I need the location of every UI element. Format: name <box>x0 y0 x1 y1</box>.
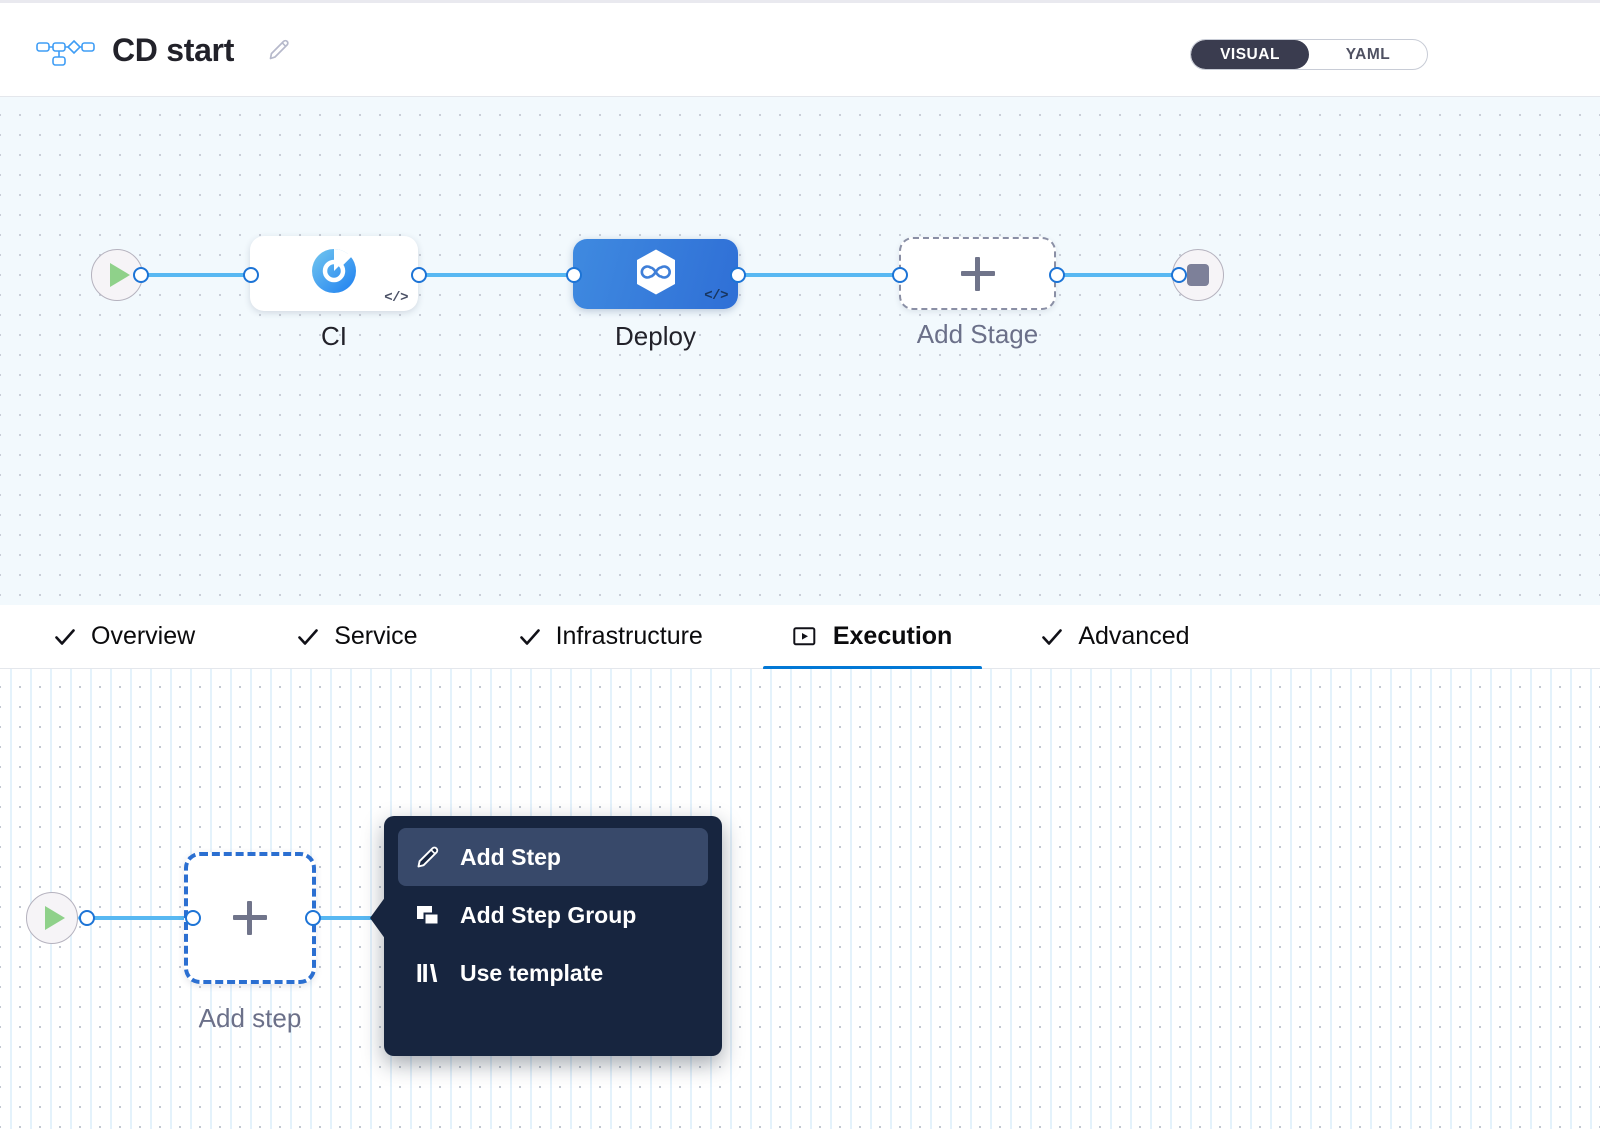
tab-label-infrastructure: Infrastructure <box>555 622 703 650</box>
check-icon <box>518 625 542 649</box>
check-icon <box>1040 625 1064 649</box>
pipeline-flow-icon <box>36 33 96 67</box>
add-step-label: Add step <box>198 1003 302 1033</box>
context-menu-pointer <box>370 896 386 940</box>
stop-icon <box>1187 264 1209 286</box>
ci-circle-icon <box>310 247 358 300</box>
plus-icon <box>233 901 267 935</box>
tab-overview[interactable]: Overview <box>47 605 201 669</box>
code-badge-deploy[interactable]: </> <box>704 288 728 304</box>
port-addstep-in[interactable] <box>185 910 201 926</box>
add-step-context-menu[interactable]: Add Step Add Step Group Use template <box>384 816 722 1056</box>
edge-deploy-to-addstage <box>736 273 904 277</box>
stage-config-tabbar[interactable]: Overview Service Infrastructure Executio… <box>0 605 1600 670</box>
step-group-icon <box>414 901 442 929</box>
execution-start-node[interactable] <box>26 892 78 944</box>
toggle-option-yaml[interactable]: YAML <box>1345 45 1391 63</box>
add-stage-node[interactable] <box>899 237 1056 310</box>
port-deploy-out[interactable] <box>730 267 746 283</box>
port-exec-start-out[interactable] <box>79 910 95 926</box>
edge-ci-to-deploy <box>418 273 584 277</box>
app-header: CD start VISUAL YAML <box>0 0 1600 97</box>
tab-advanced[interactable]: Advanced <box>1034 605 1195 669</box>
page-title: CD start <box>112 31 235 68</box>
add-step-node[interactable] <box>184 852 316 984</box>
edge-start-to-ci <box>140 273 258 277</box>
port-addstep-out[interactable] <box>305 910 321 926</box>
stage-node-ci[interactable]: </> <box>250 236 418 311</box>
menu-item-add-step-group[interactable]: Add Step Group <box>398 886 708 944</box>
toggle-option-visual[interactable]: VISUAL <box>1191 40 1309 69</box>
edit-pencil-icon[interactable] <box>266 37 292 63</box>
tab-label-service: Service <box>334 622 418 650</box>
pipeline-canvas[interactable]: </> CI </> Deploy Add Stage <box>0 97 1600 605</box>
play-icon <box>44 906 65 930</box>
port-end-in[interactable] <box>1171 267 1187 283</box>
menu-label-use-template: Use template <box>460 959 604 986</box>
stage-label-ci: CI <box>321 321 347 351</box>
add-stage-label: Add Stage <box>916 319 1039 349</box>
tab-label-execution: Execution <box>832 622 953 650</box>
visual-yaml-toggle[interactable]: VISUAL YAML <box>1190 39 1428 70</box>
tab-label-overview: Overview <box>91 622 196 650</box>
execution-play-box-icon <box>793 625 819 649</box>
harness-infinity-icon <box>633 248 679 301</box>
menu-label-add-step: Add Step <box>460 843 561 870</box>
edge-start-to-addstep <box>78 916 200 920</box>
menu-label-add-step-group: Add Step Group <box>460 901 637 928</box>
tab-execution[interactable]: Execution <box>762 605 983 670</box>
port-ci-out[interactable] <box>411 267 427 283</box>
plus-icon <box>960 256 995 291</box>
play-icon <box>109 263 130 287</box>
header-left-group: CD start <box>0 33 292 67</box>
port-start-out[interactable] <box>133 267 149 283</box>
edge-addstep-to-menu <box>310 916 390 920</box>
pencil-icon <box>414 843 442 871</box>
port-addstage-out[interactable] <box>1049 267 1065 283</box>
check-icon <box>53 625 77 649</box>
edge-addstage-to-end <box>1052 273 1188 277</box>
tab-label-advanced: Advanced <box>1078 622 1190 650</box>
port-addstage-in[interactable] <box>892 267 908 283</box>
stage-node-deploy[interactable]: </> <box>573 239 738 309</box>
template-bars-icon <box>414 959 442 987</box>
menu-item-add-step[interactable]: Add Step <box>398 828 708 886</box>
tab-service[interactable]: Service <box>290 605 423 669</box>
tab-infrastructure[interactable]: Infrastructure <box>512 605 709 669</box>
port-ci-in[interactable] <box>243 267 259 283</box>
execution-canvas[interactable]: Add step <box>0 669 1600 1129</box>
pipeline-end-node[interactable] <box>1172 249 1224 301</box>
stage-label-deploy: Deploy <box>615 321 696 351</box>
port-deploy-in[interactable] <box>566 267 582 283</box>
check-icon <box>296 625 320 649</box>
code-badge-ci[interactable]: </> <box>384 290 408 306</box>
menu-item-use-template[interactable]: Use template <box>398 944 708 1002</box>
